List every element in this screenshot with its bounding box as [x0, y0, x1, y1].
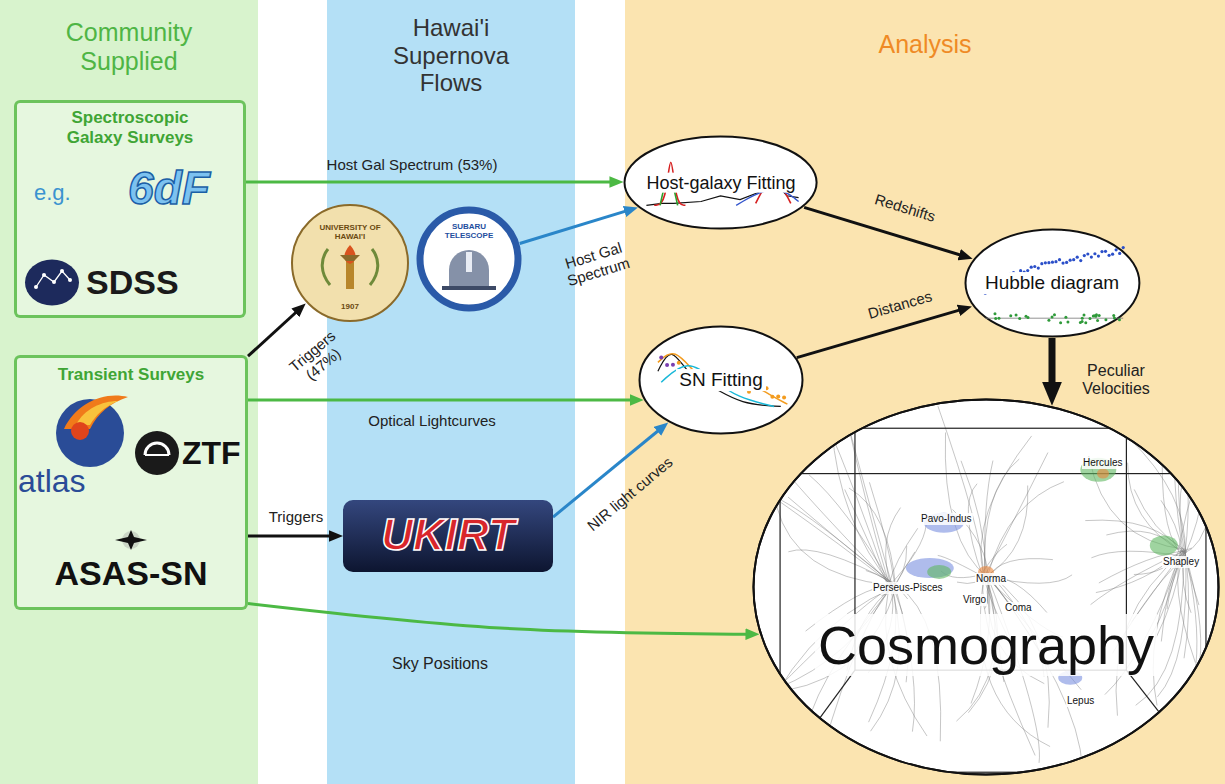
structure-label: Coma	[1004, 602, 1033, 614]
logo-text: 6dF	[128, 162, 210, 215]
flow-arrow	[804, 207, 967, 257]
logo-text: ASAS-SN	[54, 554, 207, 593]
box-heading: Spectroscopic Galaxy Surveys	[55, 108, 205, 147]
edge-label: Optical Lightcurves	[368, 412, 496, 429]
seal-text: 1907	[341, 302, 359, 311]
survey-logo: ASAS-SN	[18, 530, 244, 598]
structure-label: Hercules	[1082, 457, 1123, 469]
process-label: Cosmography	[815, 614, 1157, 676]
survey-logo: ZTF	[134, 415, 244, 490]
structure-label: Pavo-Indus	[920, 513, 973, 525]
structure-label: Norma	[975, 573, 1007, 585]
process-ellipse: SN Fitting	[638, 325, 804, 435]
seal-text: UNIVERSITY OF HAWAI'I	[310, 223, 390, 241]
edge-label: Sky Positions	[392, 655, 488, 673]
column-title: Community Supplied	[29, 18, 229, 76]
edge-label: Triggers	[269, 508, 323, 525]
flow-arrow	[248, 399, 638, 402]
logo-text: atlas	[18, 463, 86, 500]
column-band: Community SuppliedSpectroscopic Galaxy S…	[0, 0, 258, 784]
flow-arrow	[248, 603, 753, 634]
process-ellipse: Host-galaxy Fitting	[623, 135, 818, 230]
observatory-logo: SUBARU TELESCOPE	[416, 206, 522, 312]
survey-box: Transient Surveys atlas ZTF ASAS-SN	[14, 355, 248, 610]
flow-arrow	[248, 308, 301, 357]
logo-text: SDSS	[86, 263, 179, 302]
column-title: Analysis	[878, 30, 971, 59]
logo-text: ZTF	[182, 435, 241, 472]
process-label: SN Fitting	[676, 369, 765, 391]
structure-label: Shapley	[1162, 556, 1200, 568]
survey-logo: 6dF	[95, 160, 243, 218]
process-ellipse: Hubble diagram	[964, 228, 1141, 338]
example-note: e.g.	[34, 180, 71, 205]
process-label: Host-galaxy Fitting	[643, 172, 798, 193]
flow-arrow	[246, 181, 617, 184]
logo-text: SUBARU TELESCOPE	[439, 222, 499, 240]
column-title: Hawai'i Supernova Flows	[376, 14, 526, 97]
cosmo-graphic	[752, 398, 1220, 776]
survey-logo: SDSS	[24, 255, 239, 310]
logo-text: UKIRT	[381, 510, 515, 561]
survey-box: Spectroscopic Galaxy Surveys e.g. 6dF SDSS	[14, 100, 246, 318]
cosmography-ellipse: Cosmography	[752, 398, 1220, 776]
edge-label: Host Gal Spectrum (53%)	[327, 156, 498, 173]
flow-arrow	[248, 535, 337, 538]
telescope-logo: UKIRT	[343, 500, 553, 572]
structure-label: Perseus-Pisces	[872, 582, 943, 594]
subaru-graphic	[416, 206, 522, 312]
edge-label: Peculiar Velocities	[1071, 362, 1161, 399]
flow-arrow	[520, 209, 632, 243]
survey-logo: atlas	[18, 395, 130, 503]
structure-label: Virgo	[962, 594, 987, 606]
flow-arrow	[1049, 338, 1056, 394]
process-label: Hubble diagram	[982, 272, 1122, 294]
observatory-seal: UNIVERSITY OF HAWAI'I 1907	[290, 203, 410, 323]
box-heading: Transient Surveys	[58, 365, 204, 385]
structure-label: Lepus	[1066, 695, 1095, 707]
